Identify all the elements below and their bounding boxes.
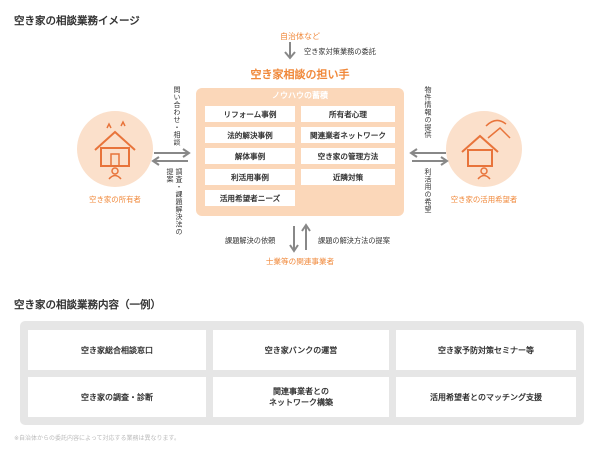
knowhow-item: 所有者心理 xyxy=(301,106,395,122)
knowhow-item: 近隣対策 xyxy=(301,169,395,185)
inquiry-label: 問い合わせ・相談 xyxy=(173,86,181,146)
service-item: 空き家予防対策セミナー等 xyxy=(396,330,576,370)
knowhow-title: ノウハウの蓄積 xyxy=(272,91,328,100)
request-label: 課題解決の依頼 xyxy=(225,236,276,245)
related-businesses-label: 士業等の関連事業者 xyxy=(265,257,335,266)
center-title: 空き家相談の担い手 xyxy=(250,68,350,81)
property-info-label: 物件情報の提供 xyxy=(424,86,432,139)
knowhow-item: 空き家の管理方法 xyxy=(301,148,395,164)
owner-label: 空き家の所有者 xyxy=(89,195,141,204)
service-item: 空き家バンクの運営 xyxy=(213,330,389,370)
service-item: 空き家の調査・診断 xyxy=(28,377,206,417)
right-exchange-arrows xyxy=(409,148,449,166)
house-person-icon xyxy=(461,119,511,180)
usage-wish-label: 利活用の希望 xyxy=(424,168,432,213)
footnote: ※自治体からの委託内容によって対応する業務は異なります。 xyxy=(14,435,180,442)
down-arrow-top xyxy=(284,42,296,60)
knowhow-item: リフォーム事例 xyxy=(205,106,295,122)
knowhow-item: 法的解決事例 xyxy=(205,127,295,143)
knowhow-item: 活用希望者ニーズ xyxy=(205,190,295,206)
house-person-icon xyxy=(94,120,136,180)
services-heading: 空き家の相談業務内容（一例） xyxy=(14,299,161,311)
bottom-exchange-arrows xyxy=(289,223,311,253)
solution-label: 課題の解決方法の提案 xyxy=(318,236,390,245)
outsourcing-label: 空き家対策業務の委託 xyxy=(304,47,376,56)
seeker-label: 空き家の活用希望者 xyxy=(450,195,518,204)
proposal-label: 調査・課題解決法の提案 xyxy=(166,168,183,236)
knowhow-item: 利活用事例 xyxy=(205,169,295,185)
knowhow-item: 関連業者ネットワーク xyxy=(301,127,395,143)
municipality-label: 自治体など xyxy=(280,32,320,41)
service-item: 関連事業者との ネットワーク構築 xyxy=(213,377,389,417)
diagram-heading: 空き家の相談業務イメージ xyxy=(14,15,140,27)
service-item: 活用希望者とのマッチング支援 xyxy=(396,377,576,417)
knowhow-item: 解体事例 xyxy=(205,148,295,164)
left-exchange-arrows xyxy=(151,148,191,166)
service-item: 空き家総合相談窓口 xyxy=(28,330,206,370)
